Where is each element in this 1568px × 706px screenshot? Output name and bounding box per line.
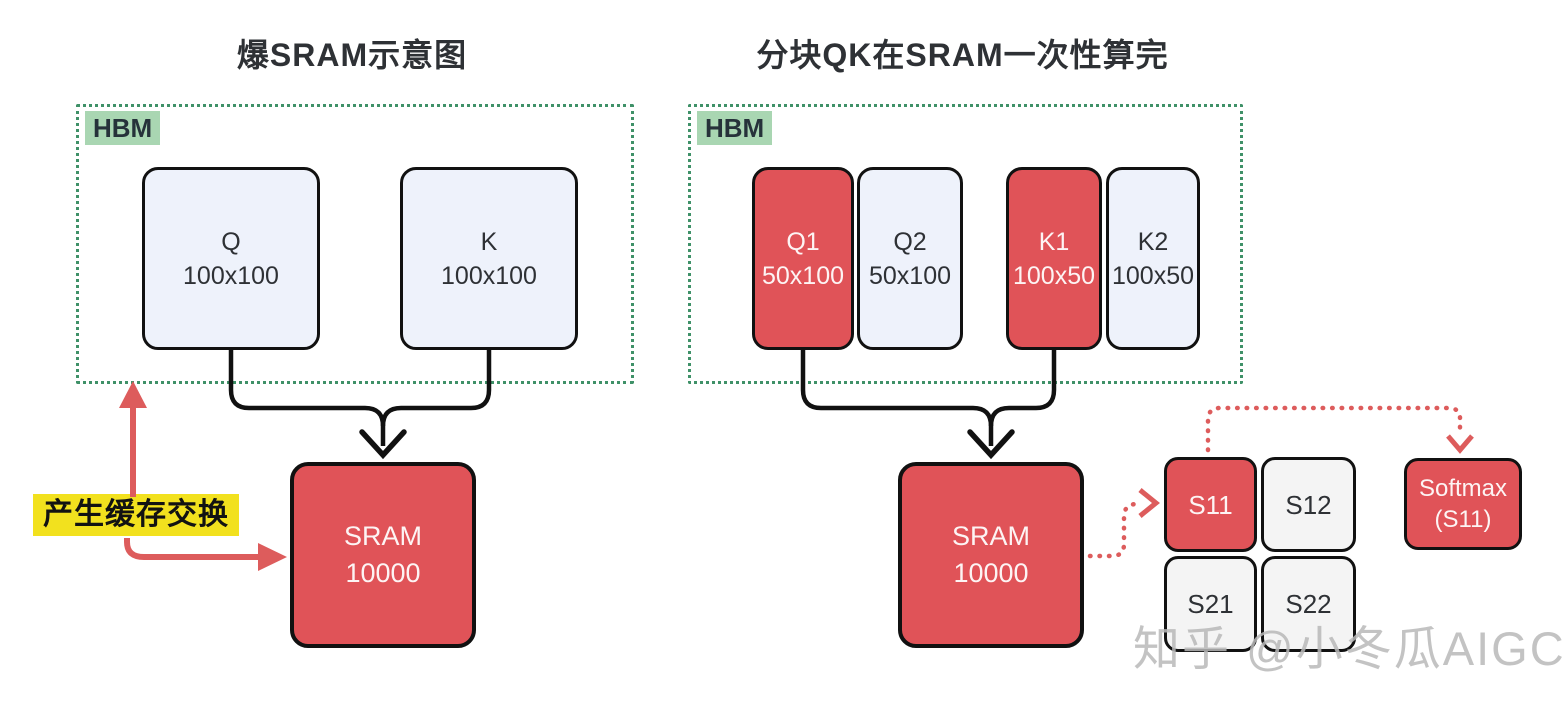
watermark: 知乎 @小冬瓜AIGC — [1133, 622, 1566, 675]
right-sram-size: 10000 — [953, 558, 1029, 588]
right-k1-block: K1 100x50 — [1006, 167, 1102, 350]
left-hbm-label: HBM — [85, 111, 161, 145]
right-q2-block: Q2 50x100 — [857, 167, 963, 350]
score-cell-s12: S12 — [1261, 457, 1356, 552]
softmax-result-box: Softmax (S11) — [1404, 458, 1522, 550]
score-cell-s11-label: S11 — [1188, 489, 1233, 520]
s11-to-softmax-dotted-arrow — [1205, 405, 1474, 454]
right-k2-block: K2 100x50 — [1106, 167, 1200, 350]
left-k-matrix-box: K 100x100 — [400, 167, 578, 350]
annotation-up-arrowhead-icon — [119, 381, 147, 408]
s11-to-softmax-arrowhead-icon — [1446, 434, 1474, 454]
left-diagram-title: 爆SRAM示意图 — [236, 37, 468, 73]
score-cell-s12-label: S12 — [1285, 489, 1332, 520]
right-diagram-title: 分块QK在SRAM一次性算完 — [756, 37, 1169, 73]
left-merge-arrowhead-icon — [359, 429, 407, 460]
right-k2-label: K2 — [1137, 227, 1169, 256]
right-k1-label: K1 — [1038, 227, 1070, 256]
score-cell-s22: S22 — [1261, 556, 1356, 652]
left-k-matrix-size: 100x100 — [441, 261, 537, 290]
left-sram-size: 10000 — [345, 558, 421, 588]
left-q-matrix-size: 100x100 — [183, 261, 279, 290]
annotation-right-arrowhead-icon — [258, 543, 287, 571]
right-hbm-label: HBM — [697, 111, 773, 145]
annotation-right-arrow — [124, 538, 287, 571]
right-q1-label: Q1 — [786, 227, 820, 256]
left-q-matrix-label: Q — [221, 227, 241, 256]
right-merge-arrowhead-icon — [967, 429, 1015, 460]
cache-swap-annotation: 产生缓存交换 — [33, 494, 239, 536]
score-cell-s22-label: S22 — [1285, 589, 1332, 619]
right-sram-box: SRAM 10000 — [898, 462, 1084, 648]
score-cell-s21-label: S21 — [1187, 589, 1234, 619]
sram-to-s11-arrowhead-icon — [1138, 488, 1160, 518]
softmax-operand: (S11) — [1434, 506, 1492, 533]
softmax-label: Softmax — [1418, 475, 1508, 502]
left-sram-label: SRAM — [343, 521, 422, 551]
annotation-up-arrow — [119, 381, 147, 497]
right-sram-label: SRAM — [951, 521, 1030, 551]
right-q1-block: Q1 50x100 — [752, 167, 854, 350]
left-sram-box: SRAM 10000 — [290, 462, 476, 648]
right-q2-size: 50x100 — [868, 261, 952, 290]
right-q1-size: 50x100 — [761, 261, 845, 290]
right-k1-size: 100x50 — [1012, 261, 1096, 290]
sram-to-s11-dotted-arrow — [1087, 488, 1160, 559]
right-k2-size: 100x50 — [1111, 261, 1195, 290]
score-cell-s11: S11 — [1164, 457, 1257, 552]
right-q2-label: Q2 — [893, 227, 927, 256]
left-q-matrix-box: Q 100x100 — [142, 167, 320, 350]
left-k-matrix-label: K — [480, 227, 498, 256]
score-cell-s21: S21 — [1164, 556, 1257, 652]
